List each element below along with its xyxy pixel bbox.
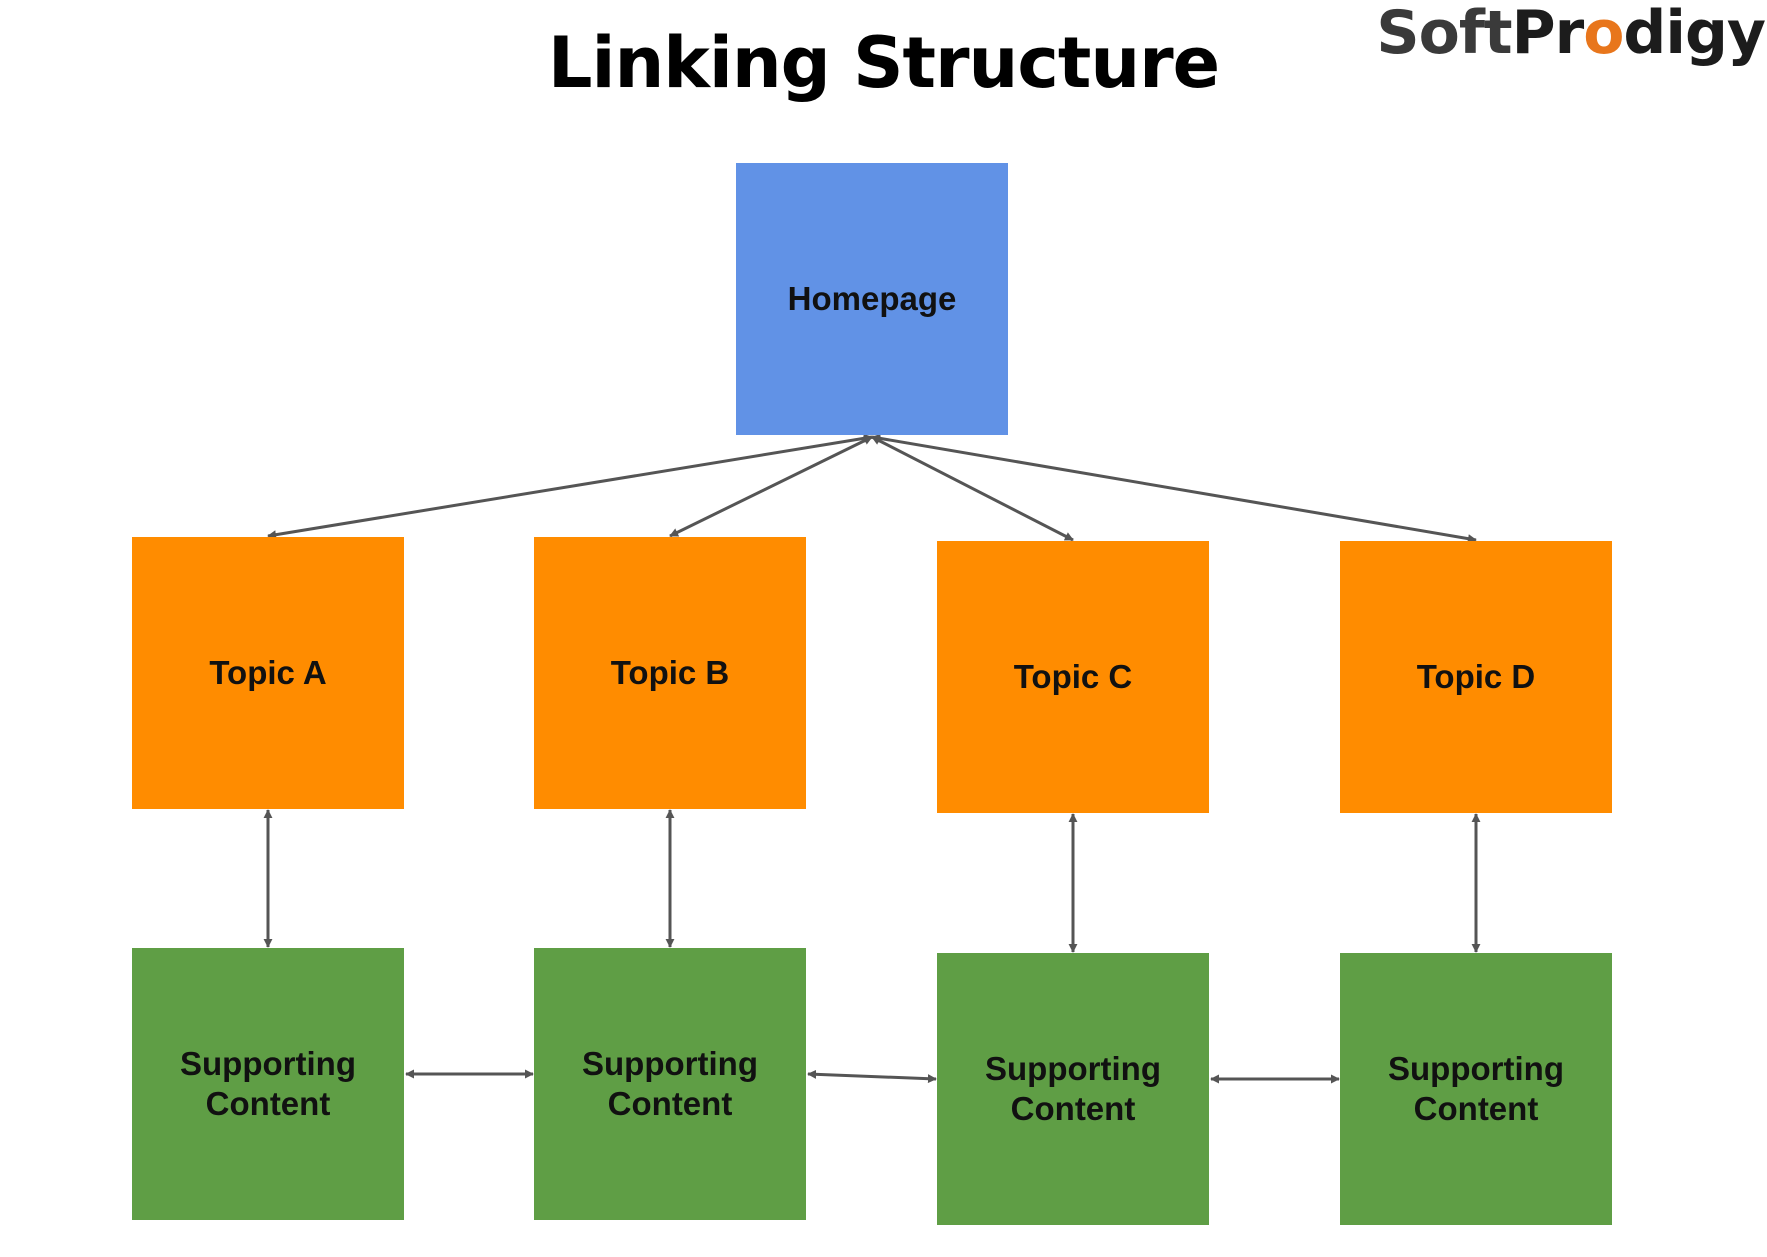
softprodigy-logo: SoftProdigy bbox=[1376, 0, 1766, 68]
diagram-title: Linking Structure bbox=[547, 22, 1220, 104]
homepage-node: Homepage bbox=[736, 163, 1008, 435]
link-arrow-home-to-topic-a bbox=[267, 433, 873, 540]
logo-accent-o: o bbox=[1583, 0, 1624, 68]
supporting-content-a-line2: Content bbox=[205, 1085, 331, 1122]
link-arrow-support-b-to-support-c bbox=[807, 1069, 937, 1084]
logo-text-part1: Soft bbox=[1376, 0, 1512, 68]
supporting-content-b-line2: Content bbox=[607, 1085, 733, 1122]
supporting-content-d-line1: Supporting bbox=[1388, 1050, 1564, 1088]
topic-b-label: Topic B bbox=[610, 654, 730, 692]
supporting-content-b-line1: Supporting bbox=[582, 1045, 758, 1083]
supporting-content-d-line2: Content bbox=[1413, 1090, 1539, 1127]
link-arrow-home-to-topic-d bbox=[871, 433, 1477, 544]
topic-c-node: Topic C bbox=[937, 541, 1209, 813]
topic-d-node: Topic D bbox=[1340, 541, 1612, 813]
logo-text-part3: digy bbox=[1623, 0, 1766, 68]
supporting-content-a-line1: Supporting bbox=[180, 1045, 356, 1083]
logo-text-part2: Pr bbox=[1511, 0, 1585, 68]
topic-a-node: Topic A bbox=[132, 537, 404, 809]
link-arrow-home-to-topic-c bbox=[871, 435, 1074, 542]
link-arrow-home-to-topic-b bbox=[669, 435, 873, 538]
topic-d-label: Topic D bbox=[1416, 658, 1536, 696]
supporting-content-c-line1: Supporting bbox=[985, 1050, 1161, 1088]
homepage-label: Homepage bbox=[787, 280, 957, 318]
supporting-content-c-line2: Content bbox=[1010, 1090, 1136, 1127]
topic-c-label: Topic C bbox=[1013, 658, 1133, 696]
topic-b-node: Topic B bbox=[534, 537, 806, 809]
topic-a-label: Topic A bbox=[209, 654, 327, 692]
